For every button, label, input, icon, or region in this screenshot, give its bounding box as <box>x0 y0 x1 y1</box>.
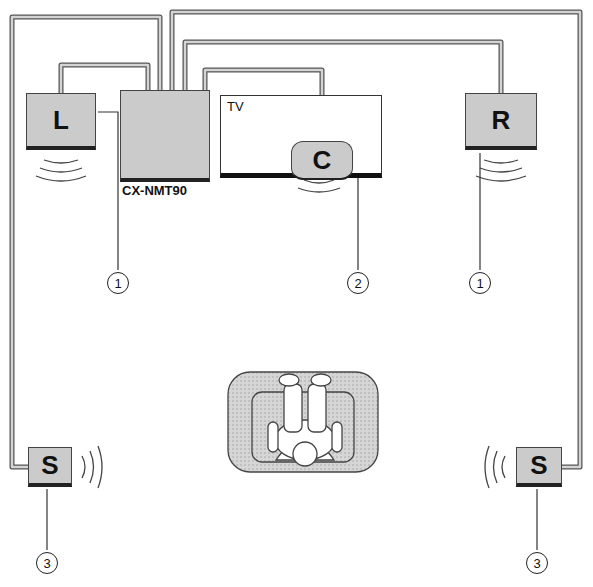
speaker-cable <box>172 12 580 467</box>
callout-number: 3 <box>526 552 548 574</box>
node-label: S <box>530 450 547 481</box>
right-speaker: R <box>465 93 537 150</box>
callout-number: 1 <box>469 272 491 294</box>
callout-number: 3 <box>36 552 58 574</box>
callout-number: 1 <box>107 272 129 294</box>
armchair-with-listener <box>228 372 378 472</box>
left-speaker: L <box>26 93 96 150</box>
callout-number: 2 <box>347 272 369 294</box>
sound-waves <box>36 160 526 488</box>
node-label: R <box>492 105 511 136</box>
speaker-cable <box>12 17 160 467</box>
node-label: L <box>53 105 69 136</box>
node-label: CX-NMT90 <box>121 183 188 198</box>
surround-speaker: S <box>516 447 562 487</box>
node-label: TV <box>227 99 244 114</box>
speaker-cable <box>185 42 501 93</box>
speaker-cable <box>61 65 148 93</box>
tv-set: TV C <box>220 95 382 178</box>
surround-speaker: S <box>28 447 72 487</box>
node-label: C <box>313 145 332 176</box>
center-speaker: C <box>291 141 353 180</box>
amplifier-unit: CX-NMT90 <box>120 90 210 182</box>
node-label: S <box>41 450 58 481</box>
